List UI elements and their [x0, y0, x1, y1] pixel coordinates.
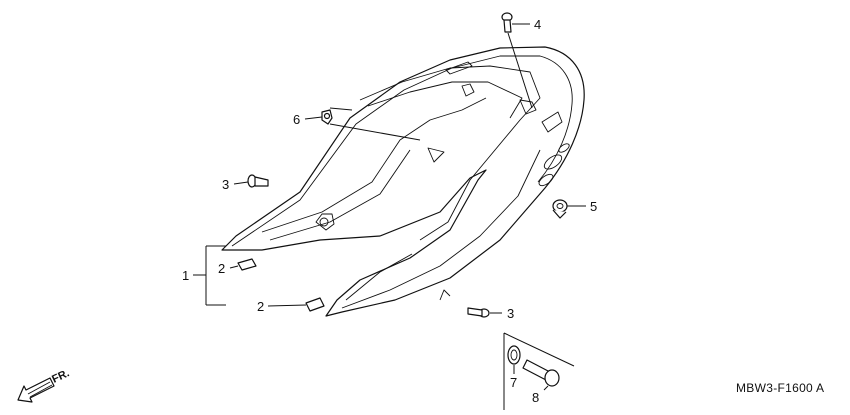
callout-8: 8 [532, 390, 539, 405]
diagram-code: MBW3-F1600 A [736, 381, 824, 395]
callout-3-lower: 3 [507, 306, 514, 321]
bolt-3-upper [247, 174, 269, 188]
front-direction-arrow [17, 377, 55, 403]
callout-6: 6 [293, 112, 300, 127]
bracket-7-8 [503, 332, 575, 410]
callout-3-upper: 3 [222, 177, 229, 192]
leader-lines [193, 23, 586, 391]
rubber-pad-2-lower [305, 297, 325, 312]
grommet-5 [552, 199, 568, 219]
callout-2-lower: 2 [257, 299, 264, 314]
clip-6 [321, 109, 333, 125]
bolt-3-lower [467, 307, 490, 318]
rear-cowl [221, 46, 585, 317]
collar-7 [507, 345, 521, 365]
callout-7: 7 [510, 375, 517, 390]
callout-2-upper: 2 [218, 261, 225, 276]
bolt-8 [522, 359, 560, 387]
callout-4: 4 [534, 17, 541, 32]
callout-1: 1 [182, 268, 189, 283]
rubber-pad-2-upper [237, 258, 257, 271]
front-arrow-label: FR. [50, 367, 71, 385]
screw-4 [501, 12, 513, 33]
callout-5: 5 [590, 199, 597, 214]
